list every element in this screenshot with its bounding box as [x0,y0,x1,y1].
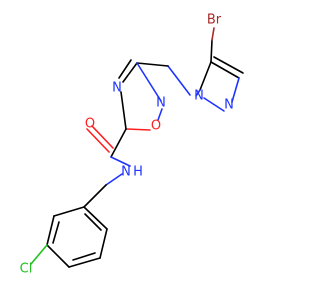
bond-n1-ch2 [167,65,191,96]
bond-benzene-c6-c1 [83,206,108,230]
bond-oxadiazole-n2-o1 [157,108,163,121]
bond-benzene-c1-c2 [53,206,85,217]
bond-pyrazole-n2-n1 [203,97,225,112]
bond-ch2-benzene [83,184,107,208]
atom-br: Br [207,13,222,28]
bond-oxadiazole-o1-c5 [126,128,151,131]
bond-pyrazole-c4-br [210,39,213,63]
bond-oxadiazole-c3-n2 [136,62,162,102]
atom-n-oxadiazole-2: N [156,96,166,111]
molecule-svg: Br N N N N O O N H Cl [20,13,244,277]
atom-n-amide: N [121,165,131,180]
bond-n-ch2 [105,173,123,186]
bond-oxadiazole-c5-carbonyl-c [110,128,127,158]
bond-pyrazole-c3-n2 [231,77,240,103]
atom-o-oxadiazole: O [151,119,161,134]
bond-carbonyl-double-2 [91,125,114,149]
bond-oxadiazole-c5-n4 [120,91,127,130]
bond-benzene-inner-2 [72,252,96,261]
bond-benzene-c5-c6 [99,228,108,259]
bond-carbonyl-n [110,156,131,167]
bond-benzene-inner-3 [84,213,102,231]
bond-oxadiazole-c3-n4-double [118,59,132,79]
atom-h-amide: H [133,165,143,180]
bond-br-segment [211,27,215,41]
bond-pyrazole-n1-c5 [195,89,201,97]
atom-o-carbonyl: O [85,117,95,132]
bond-benzene-c2-c3 [46,215,55,246]
molecule-structure-canvas: Br N N N N O O N H Cl [20,13,244,277]
bond-pyrazole-c4-c5 [199,61,212,91]
bond-pyrazole-c4-c3 [210,61,240,79]
bond-carbonyl-double-1 [86,128,110,153]
bond-chlorine [30,244,48,265]
atom-n-pyrazole-1: N [194,89,204,104]
atom-n-pyrazole-2: N [224,98,234,113]
atom-n-oxadiazole-4: N [112,81,122,96]
bond-benzene-c4-c5 [68,257,101,268]
bond-benzene-inner-1 [52,221,60,244]
bond-oxadiazole-c3-n4 [122,62,138,83]
bond-pyrazole-c4-c3-double [213,56,244,74]
bond-ch2-oxadiazole-c3 [136,62,169,67]
bond-benzene-c3-c4 [46,244,70,268]
atom-cl: Cl [20,262,33,277]
